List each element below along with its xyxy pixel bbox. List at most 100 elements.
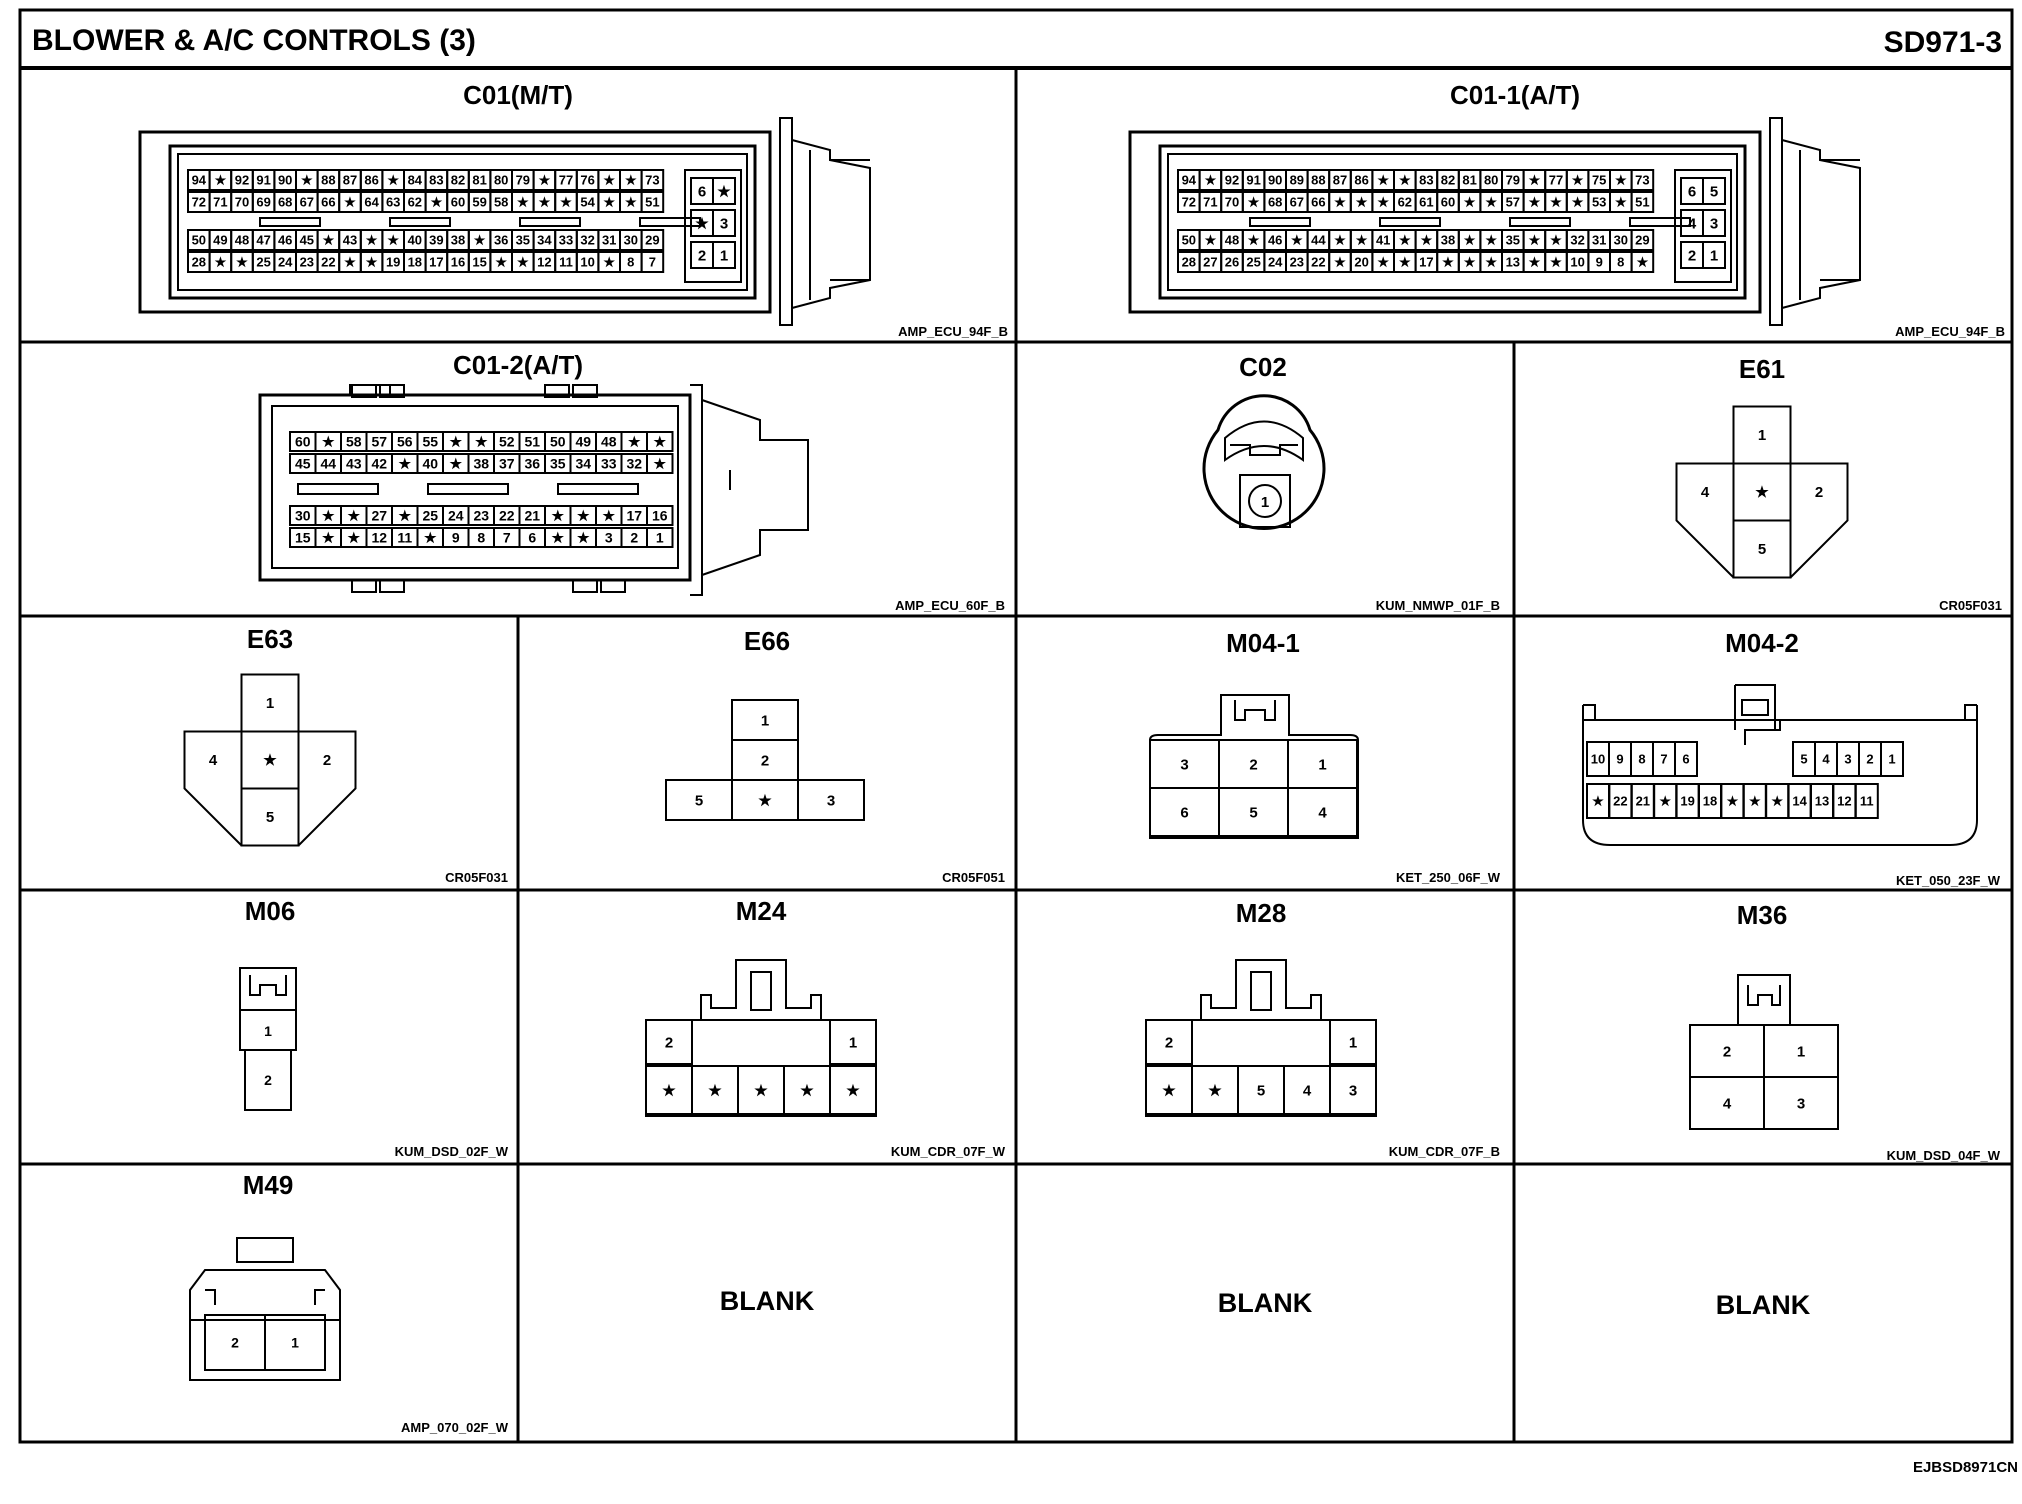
pin-label: ★: [662, 1082, 676, 1099]
connector-title: C01-2(A/T): [453, 350, 583, 380]
connector-c01-2-at: [258, 384, 809, 596]
part-number: KUM_CDR_07F_B: [1389, 1144, 1500, 1159]
pin-label: 24: [1268, 255, 1283, 270]
pin-label: 30: [1614, 233, 1628, 248]
pin-label: 3: [827, 792, 835, 809]
pin-label: 7: [1660, 752, 1667, 767]
pin-label: 30: [295, 508, 311, 524]
pin-label: ★: [1464, 255, 1476, 270]
pin-label: 6: [528, 530, 536, 546]
connector-title: M04-2: [1725, 628, 1799, 658]
pin-label: 41: [1376, 233, 1390, 248]
pin-label: 76: [580, 173, 594, 188]
pin-label: ★: [517, 195, 529, 210]
pin-label: ★: [1208, 1082, 1222, 1099]
pin-label: 47: [256, 233, 270, 248]
pin-label: ★: [1749, 794, 1761, 809]
pin-label: ★: [603, 255, 615, 270]
pin-label: ★: [1464, 195, 1476, 210]
pin-label: 67: [300, 195, 314, 210]
pin-label: ★: [1377, 195, 1389, 210]
pin-label: ★: [1550, 195, 1562, 210]
pin-label: 6: [1682, 752, 1689, 767]
pin-label: 61: [1419, 195, 1433, 210]
pin-label: 33: [601, 456, 617, 472]
pin-label: 43: [343, 233, 357, 248]
pin-label: ★: [215, 255, 227, 270]
pin-label: ★: [539, 173, 551, 188]
pin-label: 3: [1180, 756, 1188, 773]
pin-label: ★: [1637, 255, 1649, 270]
pin-label: 28: [1182, 255, 1196, 270]
pin-label: 84: [408, 173, 423, 188]
pin-label: 1: [656, 530, 664, 546]
pin-label: ★: [347, 530, 360, 546]
pin-label: ★: [1485, 195, 1497, 210]
pin-label: 48: [235, 233, 249, 248]
pin-label: 51: [524, 434, 540, 450]
pin-label: 87: [343, 173, 357, 188]
pin-label: ★: [449, 434, 462, 450]
pin-label: 80: [1484, 173, 1498, 188]
pin-label: 27: [1203, 255, 1217, 270]
pin-label: 4: [1688, 215, 1697, 232]
pin-label: ★: [708, 1082, 722, 1099]
pin-label: ★: [215, 173, 227, 188]
connector-title: M04-1: [1226, 628, 1300, 658]
pin-label: 21: [524, 508, 540, 524]
pin-label: 3: [605, 530, 613, 546]
pin-label: 68: [1268, 195, 1282, 210]
connector-title: M28: [1236, 898, 1287, 928]
pin-label: 8: [477, 530, 485, 546]
pin-label: 1: [1261, 494, 1269, 511]
pin-label: 77: [1549, 173, 1563, 188]
pin-label: ★: [1529, 173, 1541, 188]
connector-title: C01(M/T): [463, 80, 573, 110]
pin-label: 90: [1268, 173, 1282, 188]
pin-label: 5: [1710, 183, 1718, 200]
connector-title: E61: [1739, 354, 1785, 384]
pin-label: 10: [1570, 255, 1584, 270]
pin-label: ★: [603, 173, 615, 188]
pin-label: 49: [575, 434, 591, 450]
pin-label: ★: [1550, 233, 1562, 248]
pin-label: 1: [720, 247, 728, 264]
pin-label: 1: [761, 712, 769, 729]
part-number: AMP_ECU_60F_B: [895, 598, 1005, 613]
pin-label: 67: [1290, 195, 1304, 210]
pin-label: 3: [720, 215, 728, 232]
pin-label: 46: [1268, 233, 1282, 248]
pin-label: 2: [1249, 756, 1257, 773]
pin-label: 73: [645, 173, 659, 188]
pin-label: 92: [1225, 173, 1239, 188]
pin-label: 35: [1506, 233, 1520, 248]
pin-label: 81: [472, 173, 486, 188]
pin-label: ★: [1377, 173, 1389, 188]
pin-label: 32: [580, 233, 594, 248]
pin-label: 1: [1318, 756, 1326, 773]
pin-label: 35: [550, 456, 566, 472]
pin-label: ★: [1205, 173, 1217, 188]
pin-label: 58: [346, 434, 362, 450]
pin-label: 17: [626, 508, 642, 524]
pin-label: ★: [1248, 233, 1260, 248]
pin-label: 22: [499, 508, 515, 524]
pin-label: ★: [551, 530, 564, 546]
pin-label: 22: [1311, 255, 1325, 270]
pin-label: ★: [1572, 173, 1584, 188]
pin-label: 18: [408, 255, 422, 270]
pin-label: 75: [1592, 173, 1606, 188]
pin-label: ★: [653, 434, 666, 450]
pin-label: 32: [1570, 233, 1584, 248]
pin-label: 33: [559, 233, 573, 248]
pin-label: 23: [473, 508, 489, 524]
pin-label: 8: [1617, 255, 1624, 270]
part-number: AMP_ECU_94F_B: [898, 324, 1008, 339]
pin-label: 29: [1635, 233, 1649, 248]
pin-label: 62: [408, 195, 422, 210]
pin-label: ★: [323, 233, 335, 248]
pin-label: 51: [1635, 195, 1649, 210]
page-code: SD971-3: [1884, 26, 2002, 59]
blank-label: BLANK: [720, 1286, 815, 1316]
